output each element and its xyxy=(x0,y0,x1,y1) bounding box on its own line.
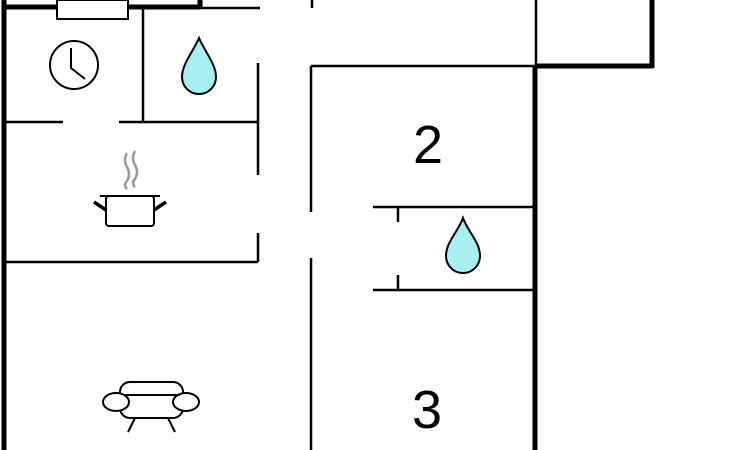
water-drop-icon xyxy=(180,35,218,95)
interior-walls xyxy=(4,0,538,450)
room-label-2: 2 xyxy=(413,115,443,175)
outer-walls xyxy=(1,0,655,450)
cooking-pot-icon xyxy=(93,150,167,227)
armchair-icon xyxy=(102,381,200,433)
clock-icon xyxy=(49,40,99,90)
room-label-3: 3 xyxy=(412,380,442,440)
water-drop-icon xyxy=(444,215,482,274)
top-window-frame xyxy=(56,0,129,20)
